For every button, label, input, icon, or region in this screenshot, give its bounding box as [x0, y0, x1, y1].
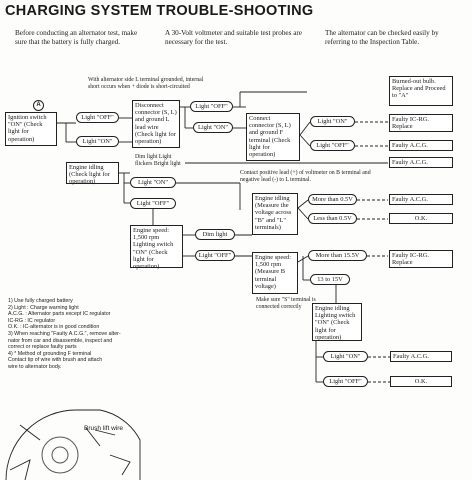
note-line: Contact tip of wire with brush and attac… [8, 357, 103, 364]
note-line: O.K. : IC-alternator is in good conditio… [8, 324, 100, 331]
engine-speed-box-2: Engine speed: 1,500 rpm (Measure B termi… [252, 252, 298, 294]
ignition-switch-box: Ignition switch "ON" (Check light for op… [5, 112, 57, 146]
note-line: 2) Light : Charge warning light [8, 304, 79, 311]
light-off-6: Light "OFF" [323, 376, 368, 387]
light-off-2: Light "OFF" [190, 101, 233, 112]
more-than-15-5v: More than 15.5V [308, 250, 367, 261]
brush-lift-wire-label: Brush lift wire [84, 425, 124, 432]
faulty-acg-box-1: Faulty A.C.G. [389, 140, 453, 151]
faulty-acg-box-4: Faulty A.C.G. [390, 351, 452, 362]
light-on-2: Light "ON" [193, 122, 233, 133]
note-line: IC-RG : IC regulator [8, 317, 56, 324]
more-than-0-5v: More than 0.5V [308, 194, 357, 205]
engine-speed-box-1: Engine speed: 1,500 rpm Lighting switch … [130, 225, 183, 270]
dim-light-pill: Dim light [195, 229, 235, 240]
footnotes: 1) Use fully charged battery 2) Light : … [8, 298, 158, 371]
faulty-icrg-box-2: Faulty IC-RG. Replace [389, 250, 453, 268]
note-line: 4) * Method of grounding F terminal [8, 350, 92, 357]
disconnect-box: Disconnect connector (S, L) and ground L… [132, 100, 180, 148]
note-line: A.C.G. : Alternator parts except IC regu… [8, 311, 111, 318]
light-off-5: Light "OFF" [195, 250, 235, 261]
light-on-6: Light "ON" [323, 351, 368, 362]
note-terminal: With alternator side L terminal grounded… [88, 77, 204, 90]
note-line: correct or replace faulty parts [8, 344, 77, 351]
faulty-icrg-box-1: Faulty IC-RG. Replace [389, 114, 453, 132]
faulty-acg-box-3: Faulty A.C.G. [389, 194, 453, 205]
less-than-0-5v: Less than 0.5V [308, 213, 357, 224]
dim-light-note: Dim light Light flickers Bright light [135, 154, 181, 167]
contact-note: Contact positive lead (+) of voltmeter o… [240, 170, 371, 183]
make-sure-note: Make sure "S" terminal is connected corr… [256, 297, 316, 310]
intro-inspection: The alternator can be checked easily by … [325, 29, 439, 46]
intro-voltmeter: A 30-Volt voltmeter and suitable test pr… [165, 29, 302, 46]
note-line: nator from car and disassemble, inspect … [8, 337, 113, 344]
note-line: wire to alternator body. [8, 363, 62, 370]
range-13-15v: 13 to 15V [310, 274, 350, 285]
engine-idling-measure-box: Engine idling (Measure the voltage acros… [252, 193, 298, 235]
light-on-1: Light "ON" [76, 136, 119, 147]
engine-idling-box: Engine idling (Check light for operation… [66, 162, 119, 185]
intro-battery: Before conducting an alternator test, ma… [15, 29, 138, 46]
start-marker: A [33, 100, 44, 111]
light-on-3: Light "ON" [310, 116, 355, 127]
light-off-3: Light "OFF" [310, 140, 355, 151]
page-title: CHARGING SYSTEM TROUBLE-SHOOTING [5, 3, 314, 19]
ok-box-2: O.K. [390, 376, 452, 387]
engine-idling-lighting-box: Engine idling Lighting switch "ON" (Chec… [312, 303, 362, 341]
note-line: 3) When reaching "Faulty A.C.G.", remove… [8, 330, 121, 337]
connect-connector-box: Connect connector (S, L) and ground F te… [246, 113, 300, 161]
burned-out-box: Burned-out bulb. Replace and Proceed to … [389, 76, 453, 106]
light-off-1: Light "OFF" [76, 112, 119, 123]
faulty-acg-box-2: Faulty A.C.G. [389, 157, 453, 168]
ok-box-1: O.K. [389, 213, 453, 224]
light-on-4: Light "ON" [130, 177, 176, 188]
light-off-4: Light "OFF" [130, 198, 176, 209]
note-line: 1) Use fully charged battery [8, 298, 73, 304]
